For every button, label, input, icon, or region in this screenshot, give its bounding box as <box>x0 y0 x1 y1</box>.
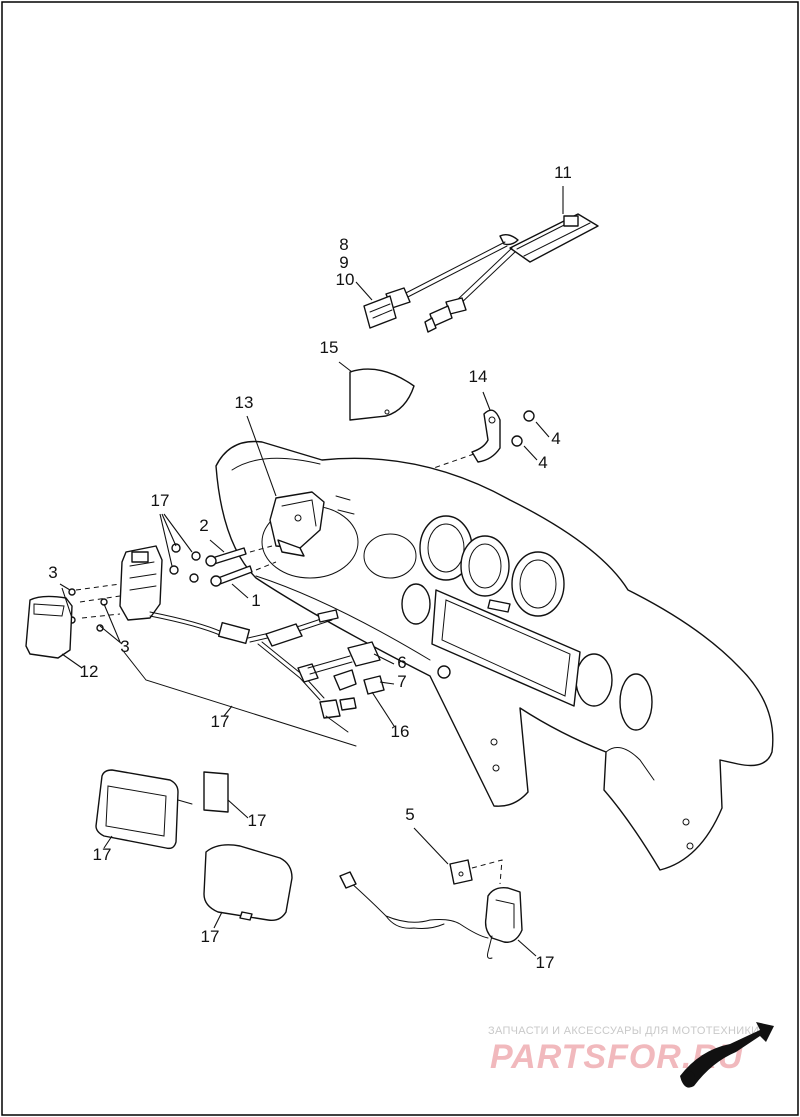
callout-c15: 15 <box>320 338 339 357</box>
callout-c5: 5 <box>405 805 414 824</box>
callout-c1: 1 <box>251 591 260 610</box>
callout-c6: 6 <box>397 653 406 672</box>
nut-icon <box>511 435 523 447</box>
callout-c11: 11 <box>554 163 572 182</box>
callout-c17c: 17 <box>248 811 267 830</box>
callout-c3a: 3 <box>48 563 57 582</box>
inner-fairing <box>215 440 774 871</box>
leader-lines <box>59 186 564 957</box>
module-cover <box>25 595 73 659</box>
callout-c16: 16 <box>391 722 410 741</box>
callout-c4b: 4 <box>538 453 547 472</box>
callout-c17d: 17 <box>93 845 112 864</box>
radio-bracket <box>269 491 355 557</box>
callout-c17f: 17 <box>536 953 555 972</box>
callout-c17b: 17 <box>211 712 230 731</box>
callout-c17a: 17 <box>151 491 170 510</box>
display-label <box>203 771 229 813</box>
callout-c17e: 17 <box>201 927 220 946</box>
radio-module <box>68 543 201 632</box>
display-cover <box>203 844 293 922</box>
callout-c10: 10 <box>336 270 355 289</box>
callout-c8: 8 <box>339 235 348 254</box>
nut-icon <box>523 410 535 422</box>
wiring-harness <box>123 609 385 747</box>
antenna-cable-assembly <box>363 213 599 333</box>
watermark: ЗАПЧАСТИ И АКСЕССУАРЫ ДЛЯ МОТОТЕХНИКИ PA… <box>488 1022 774 1088</box>
watermark-caption: ЗАПЧАСТИ И АКСЕССУАРЫ ДЛЯ МОТОТЕХНИКИ <box>488 1025 759 1037</box>
callout-c13: 13 <box>235 393 254 412</box>
callout-c9: 9 <box>339 253 348 272</box>
callout-c7: 7 <box>397 672 406 691</box>
charger <box>339 859 523 959</box>
bolts <box>205 545 277 587</box>
callout-c2: 2 <box>199 516 208 535</box>
callout-c3b: 3 <box>120 637 129 656</box>
mounting-bracket <box>427 409 535 471</box>
callout-c12: 12 <box>80 662 99 681</box>
display-unit <box>95 769 193 850</box>
callout-c14: 14 <box>469 367 488 386</box>
motorcycle-logo-icon <box>680 1022 774 1088</box>
cover-plate <box>349 368 415 421</box>
callout-c4a: 4 <box>551 429 560 448</box>
